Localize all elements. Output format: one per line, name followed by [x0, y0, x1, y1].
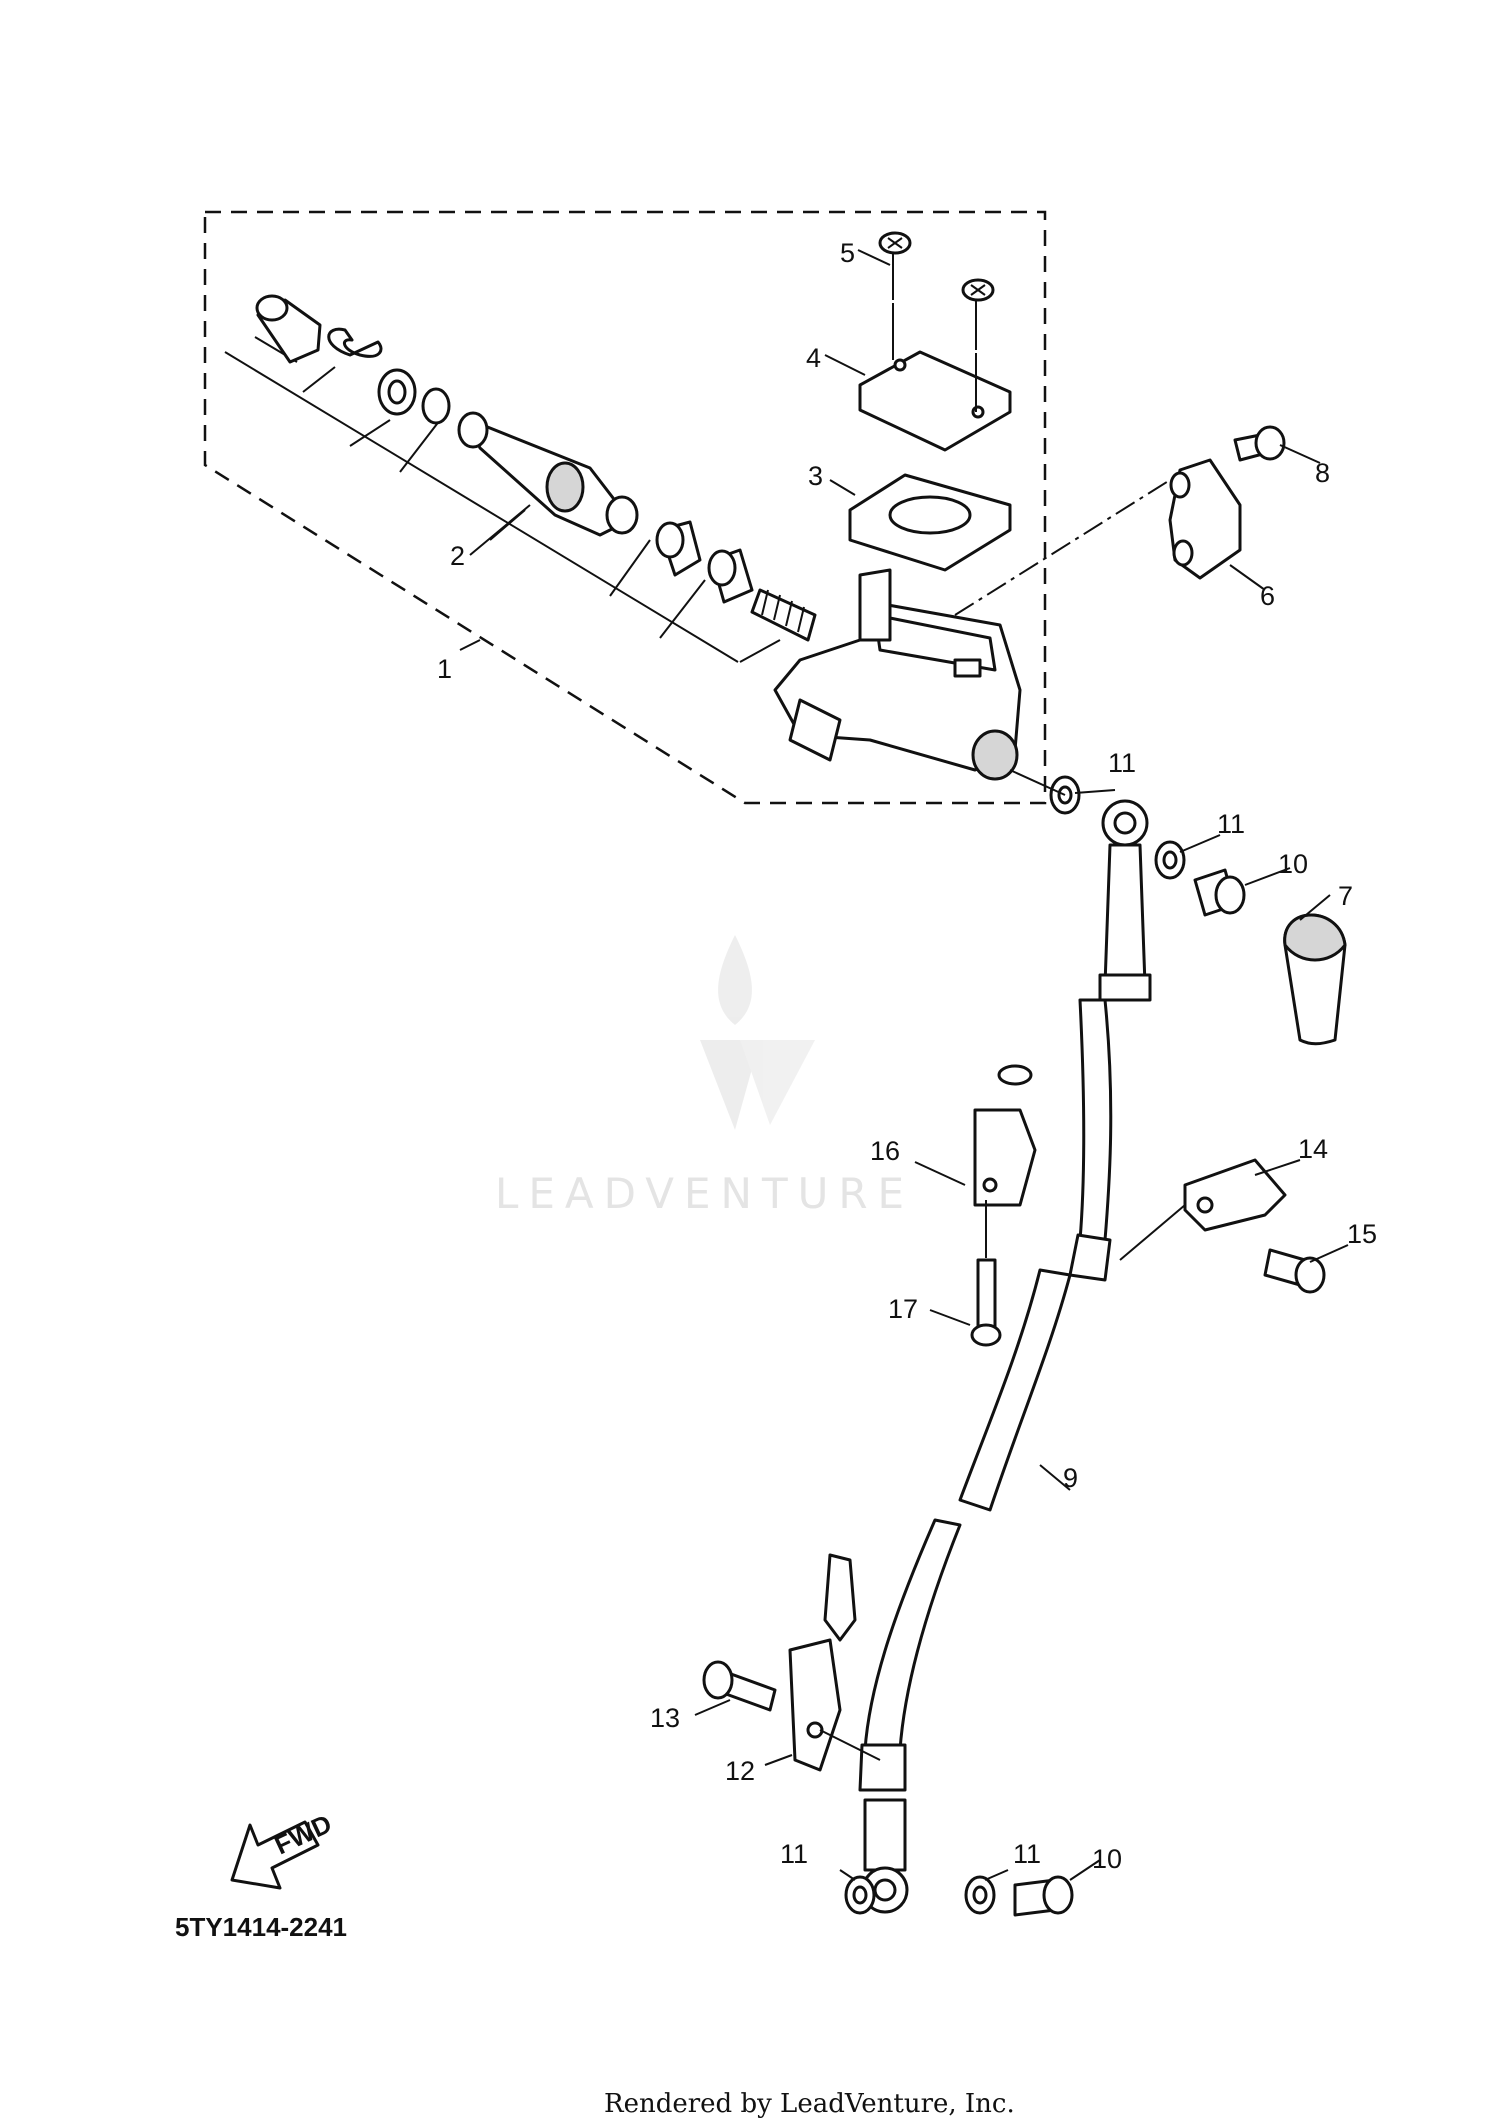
piston-spring	[750, 588, 817, 642]
o-ring	[421, 387, 451, 425]
master-cylinder-body	[773, 568, 1022, 781]
piston-boot	[255, 294, 322, 364]
callout-9: 9	[1063, 1463, 1078, 1493]
cup-primary	[655, 520, 702, 577]
callout-13: 13	[650, 1703, 680, 1733]
callout-15: 15	[1347, 1219, 1377, 1249]
piston	[457, 411, 639, 537]
callout-2: 2	[450, 541, 465, 571]
brake-hose	[858, 799, 1152, 1914]
callout-11-c: 11	[780, 1839, 808, 1869]
reservoir-boot	[1283, 913, 1347, 1046]
callout-8: 8	[1315, 458, 1330, 488]
reservoir-cap	[858, 350, 1012, 452]
callout-4: 4	[806, 343, 821, 373]
washer-bottom-1	[844, 1875, 876, 1915]
union-bolt-bottom	[1013, 1875, 1074, 1917]
washer-bottom-2	[964, 1875, 996, 1915]
callout-14: 14	[1298, 1134, 1328, 1164]
callout-16: 16	[870, 1136, 900, 1166]
reservoir-diaphragm	[848, 473, 1012, 572]
cap-screw-1	[878, 231, 912, 300]
clamp-bolt	[970, 1258, 1002, 1347]
washer-piston	[377, 368, 417, 416]
holder-bolt	[1233, 425, 1286, 462]
bracket-bolt	[1263, 1248, 1326, 1294]
diagram-code: 5TY1414-2241	[175, 1912, 347, 1942]
hose-guide-bracket	[1183, 1158, 1287, 1232]
union-bolt-top	[1193, 868, 1246, 917]
callout-10-bottom: 10	[1092, 1844, 1122, 1874]
washer-top-2	[1154, 840, 1186, 880]
callout-3: 3	[808, 461, 823, 491]
cap-screw-2	[961, 278, 995, 350]
hose-clamp-lower	[788, 1553, 857, 1772]
callout-12: 12	[725, 1756, 755, 1786]
footer-credit: Rendered by LeadVenture, Inc.	[604, 2089, 1015, 2119]
callout-5: 5	[840, 238, 855, 268]
master-cylinder-holder	[1168, 458, 1242, 580]
callout-6: 6	[1260, 581, 1275, 611]
callout-11-b: 11	[1217, 809, 1245, 839]
callout-1: 1	[437, 654, 452, 684]
callout-leaders	[459, 249, 1349, 1881]
callout-10-top: 10	[1278, 849, 1308, 879]
fwd-arrow-icon	[230, 1820, 320, 1890]
clamp-lower-bolt	[702, 1660, 777, 1712]
holder-leader	[954, 479, 1171, 616]
callout-7: 7	[1338, 881, 1353, 911]
callout-17: 17	[888, 1294, 918, 1324]
callout-11-d: 11	[1013, 1839, 1041, 1869]
watermark-text: LEADVENTURE	[495, 1169, 914, 1218]
hose-clamp-upper	[973, 1064, 1037, 1207]
circlip	[327, 327, 383, 358]
callout-11-a: 11	[1108, 748, 1136, 778]
cup-secondary	[707, 548, 754, 604]
piston-kit-leaders	[224, 336, 781, 663]
leadventure-logo-icon	[700, 935, 815, 1130]
